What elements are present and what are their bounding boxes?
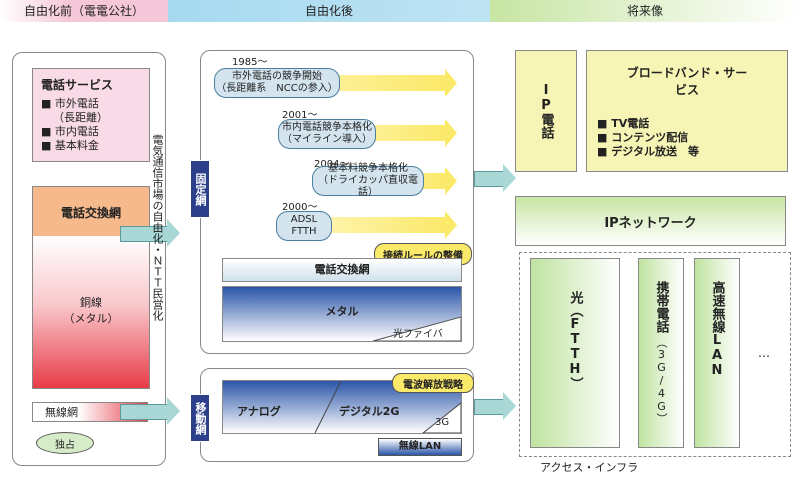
wlan-column: 高速無線LAN	[694, 258, 740, 448]
year-2004: 2004～	[314, 159, 350, 170]
pill-basic-fee: 基本料競争本格化 （ドライカッパ直収電話）	[312, 163, 424, 198]
metal-bar: メタル 光ファイバ	[222, 286, 462, 342]
pill-text: （長距離系 NCCの参入）	[216, 83, 338, 94]
pill-long-distance: 市外電話の競争開始 （長距離系 NCCの参入）	[214, 68, 340, 98]
fiber-label: 光ファイバ	[393, 329, 443, 340]
pill-text: 市内電話競争本格化	[282, 122, 372, 133]
pill-text: 市外電話の競争開始	[232, 71, 322, 82]
copper-label: 銅線	[80, 296, 102, 309]
ip-phone-label: IP電話	[538, 83, 554, 139]
pill-adsl: ADSL FTTH	[276, 211, 332, 241]
mobile-phone-sub: （3G/4G）	[655, 337, 668, 424]
monopoly-oval: 独占	[36, 432, 94, 454]
liberalization-arrow	[120, 219, 180, 247]
mobile-network-label: 移動網	[190, 394, 210, 442]
copper-sub: （メタル）	[63, 312, 119, 325]
phone-service-box: 電話サービス ■ 市外電話 （長距離） ■ 市内電話 ■ 基本料金	[32, 68, 150, 162]
exchange-network-box: 電話交換網	[32, 186, 150, 238]
copper-box: 銅線 （メタル）	[32, 236, 150, 389]
fiber-column: 光（FTTH）	[530, 258, 620, 448]
3g-label: 3G	[435, 417, 450, 428]
phone-service-title: 電話サービス	[41, 78, 114, 92]
access-infra-label: アクセス・インフラ	[536, 459, 643, 475]
header-before: 自由化前（電電公社）	[0, 0, 168, 22]
access-infra-frame	[519, 252, 791, 457]
fixed-network-label: 固定網	[190, 160, 210, 218]
broadband-item: ■ デジタル放送 等	[597, 145, 700, 158]
broadband-item: ■ コンテンツ配信	[597, 131, 689, 144]
broadband-title: ブロードバンド・サービス	[626, 66, 748, 97]
more-dots: …	[758, 346, 770, 360]
fiber-wedge	[372, 316, 461, 341]
ip-phone-box: IP電話	[515, 50, 577, 172]
ip-network-box: IPネットワーク	[515, 196, 786, 246]
fiber-ftth-label: 光（FTTH）	[567, 291, 583, 390]
broadband-box: ブロードバンド・サービス ■ TV電話 ■ コンテンツ配信 ■ デジタル放送 等	[586, 50, 788, 172]
service-item: ■ 基本料金	[41, 139, 99, 152]
metal-label: メタル	[325, 305, 359, 318]
pill-text: 基本料競争本格化	[328, 163, 408, 174]
header-after: 自由化後	[168, 0, 490, 22]
to-future-mobile-arrow	[474, 392, 516, 420]
year-2001: 2001～	[282, 110, 318, 121]
wireless-lan-bar: 無線LAN	[378, 438, 462, 456]
digital-2g-label: デジタル2G	[339, 405, 400, 418]
mobile-phone-label: 携帯電話	[653, 281, 669, 333]
pill-text: ADSL	[290, 214, 318, 225]
header-future: 将来像	[490, 0, 800, 22]
wlan-fast-label: 高速無線LAN	[709, 281, 725, 378]
year-1985: 1985～	[232, 57, 268, 68]
fixed-exchange-bar: 電話交換網	[222, 258, 462, 282]
pill-text: FTTH	[291, 226, 317, 237]
mobile-phone-column: 携帯電話 （3G/4G）	[638, 258, 684, 448]
mobile-dividers	[314, 381, 461, 433]
service-item: ■ 市内電話	[41, 125, 99, 138]
service-item: ■ 市外電話	[41, 97, 99, 110]
to-future-arrow	[474, 164, 516, 192]
pill-local: 市内電話競争本格化 （マイライン導入）	[278, 119, 376, 149]
service-item: （長距離）	[53, 111, 108, 124]
pill-text: （ドライカッパ直収電話）	[318, 175, 418, 198]
wireless-arrow	[120, 397, 180, 425]
broadband-item: ■ TV電話	[597, 117, 650, 130]
radio-release-oval: 電波解放戦略	[392, 373, 474, 393]
liberalization-label: 電気通信市場の自由化・ＮＴＴ民営化	[151, 134, 164, 321]
year-2000: 2000～	[282, 202, 318, 213]
pill-text: （マイライン導入）	[282, 134, 372, 145]
analog-label: アナログ	[237, 405, 281, 418]
